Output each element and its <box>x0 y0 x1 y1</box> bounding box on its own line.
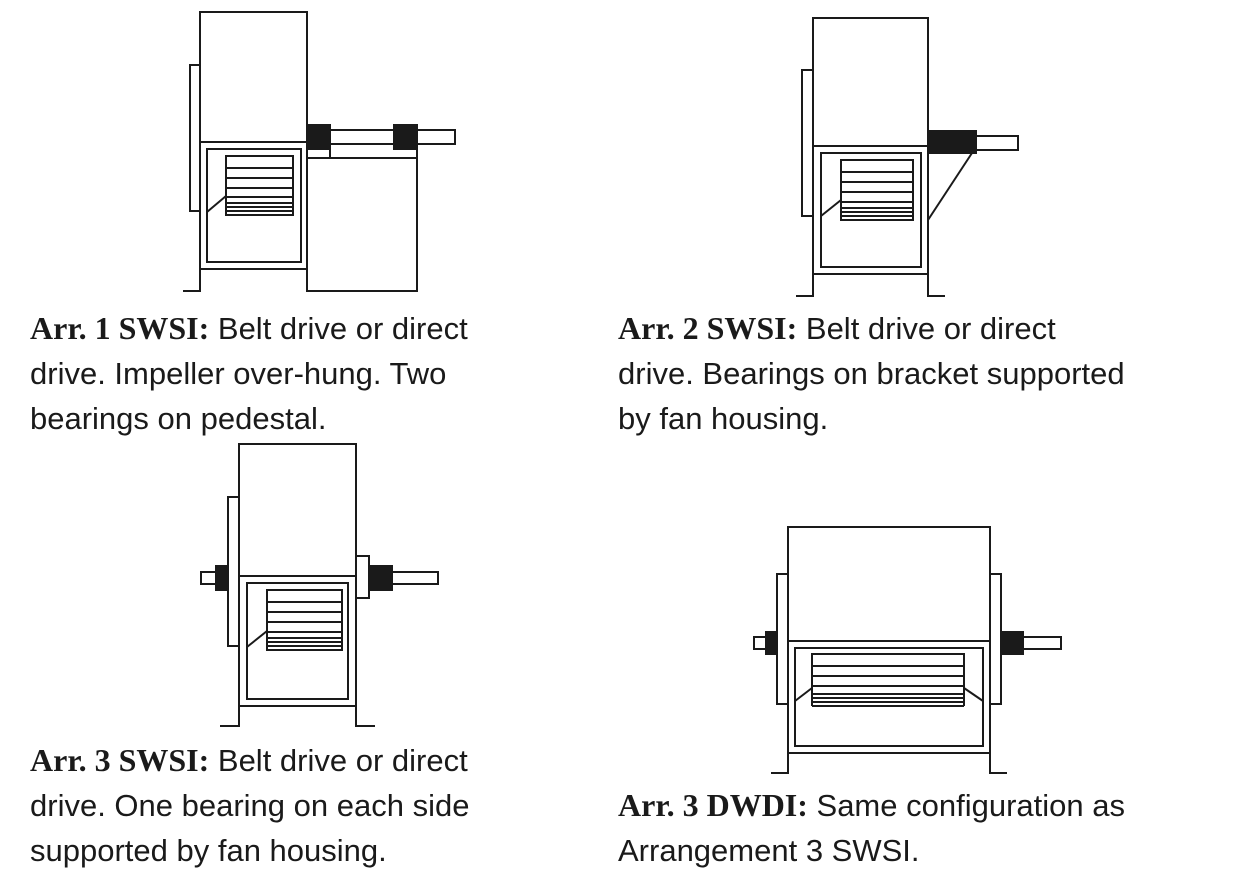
arr2-caption: Arr. 2 SWSI: Belt drive or direct drive. … <box>618 306 1218 441</box>
arr2-caption-tag: Arr. 2 SWSI: <box>618 310 798 346</box>
arr2-fan-housing-top <box>812 17 929 147</box>
arr2-shaft <box>975 135 1019 151</box>
dwdi-impeller <box>794 653 984 707</box>
arr3-fan-housing-top <box>238 443 357 577</box>
arr2-caption-line-1: Belt drive or direct <box>797 311 1056 346</box>
arr3-shaft-left <box>200 571 217 585</box>
arr1-inlet-plate <box>189 64 201 212</box>
arr3-bearing-left <box>215 565 229 591</box>
arr2-inlet-plate <box>801 69 814 217</box>
arr2-swsi-diagram <box>796 17 1019 297</box>
arr2-impeller <box>820 159 914 221</box>
arr3-swsi-caption-line-2: drive. One bearing on each side <box>30 788 470 823</box>
dwdi-inlet-plate-right <box>989 573 1002 705</box>
arr1-bearing-2 <box>393 124 418 150</box>
arr3-swsi-caption-tag: Arr. 3 SWSI: <box>30 742 210 778</box>
arr3-dwdi-diagram <box>753 526 1062 774</box>
arr2-housing-outer <box>812 145 929 275</box>
arr1-support-leg <box>183 269 201 292</box>
dwdi-housing-inner <box>794 647 984 747</box>
arr2-support-leg-right <box>927 274 945 297</box>
arr3-housing-inner <box>246 582 349 700</box>
arr1-caption-tag: Arr. 1 SWSI: <box>30 310 210 346</box>
arr3-outlet-plate <box>355 555 370 599</box>
arr2-caption-line-3: by fan housing. <box>618 401 829 436</box>
dwdi-inlet-plate-left <box>776 573 789 705</box>
arr3-swsi-caption-line-3: supported by fan housing. <box>30 833 387 868</box>
arr1-bearing-1 <box>306 124 331 150</box>
arr3-inlet-plate <box>227 496 240 647</box>
arr1-pedestal <box>306 157 418 292</box>
arr1-shaft-upper <box>329 129 456 145</box>
arr3-dwdi-caption-line-1: Same configuration as <box>807 788 1125 823</box>
arr1-caption-line-3: bearings on pedestal. <box>30 401 327 436</box>
dwdi-shaft-right <box>1022 636 1062 650</box>
arr3-swsi-diagram <box>200 443 439 727</box>
dwdi-housing-outer <box>787 640 991 754</box>
arr3-impeller <box>246 589 343 651</box>
arr1-shaft-lower <box>329 143 418 159</box>
arr2-bracket <box>927 152 973 221</box>
arr3-dwdi-caption-line-2: Arrangement 3 SWSI. <box>618 833 920 868</box>
arr1-fan-housing-top <box>199 11 308 143</box>
dwdi-bearing-right <box>1000 631 1024 655</box>
dwdi-bearing-left <box>765 631 778 655</box>
arr3-dwdi-caption-tag: Arr. 3 DWDI: <box>618 787 808 823</box>
dwdi-shaft-left <box>753 636 767 650</box>
arr3-bearing-right <box>368 565 393 591</box>
arr3-swsi-caption: Arr. 3 SWSI: Belt drive or direct drive. … <box>30 738 590 873</box>
arr2-housing-inner <box>820 152 922 268</box>
arr3-dwdi-caption: Arr. 3 DWDI: Same configuration as Arrang… <box>618 783 1218 873</box>
arr3-support-leg-right <box>355 706 375 727</box>
arr3-housing-outer <box>238 575 357 707</box>
dwdi-support-leg-right <box>989 753 1007 774</box>
arr3-shaft-right <box>391 571 439 585</box>
arr2-bearing <box>927 130 977 154</box>
arr1-caption-line-1: Belt drive or direct <box>209 311 468 346</box>
arr1-caption: Arr. 1 SWSI: Belt drive or direct drive. … <box>30 306 590 441</box>
arr1-housing-inner <box>206 148 302 263</box>
arr2-caption-line-2: drive. Bearings on bracket supported <box>618 356 1125 391</box>
arr1-caption-line-2: drive. Impeller over-hung. Two <box>30 356 447 391</box>
arr2-support-leg <box>796 274 814 297</box>
arr1-swsi-diagram <box>183 11 456 292</box>
arr3-swsi-caption-line-1: Belt drive or direct <box>209 743 468 778</box>
dwdi-fan-housing-top <box>787 526 991 642</box>
arr3-support-leg <box>220 706 240 727</box>
arr1-impeller <box>206 155 294 216</box>
dwdi-support-leg <box>771 753 789 774</box>
